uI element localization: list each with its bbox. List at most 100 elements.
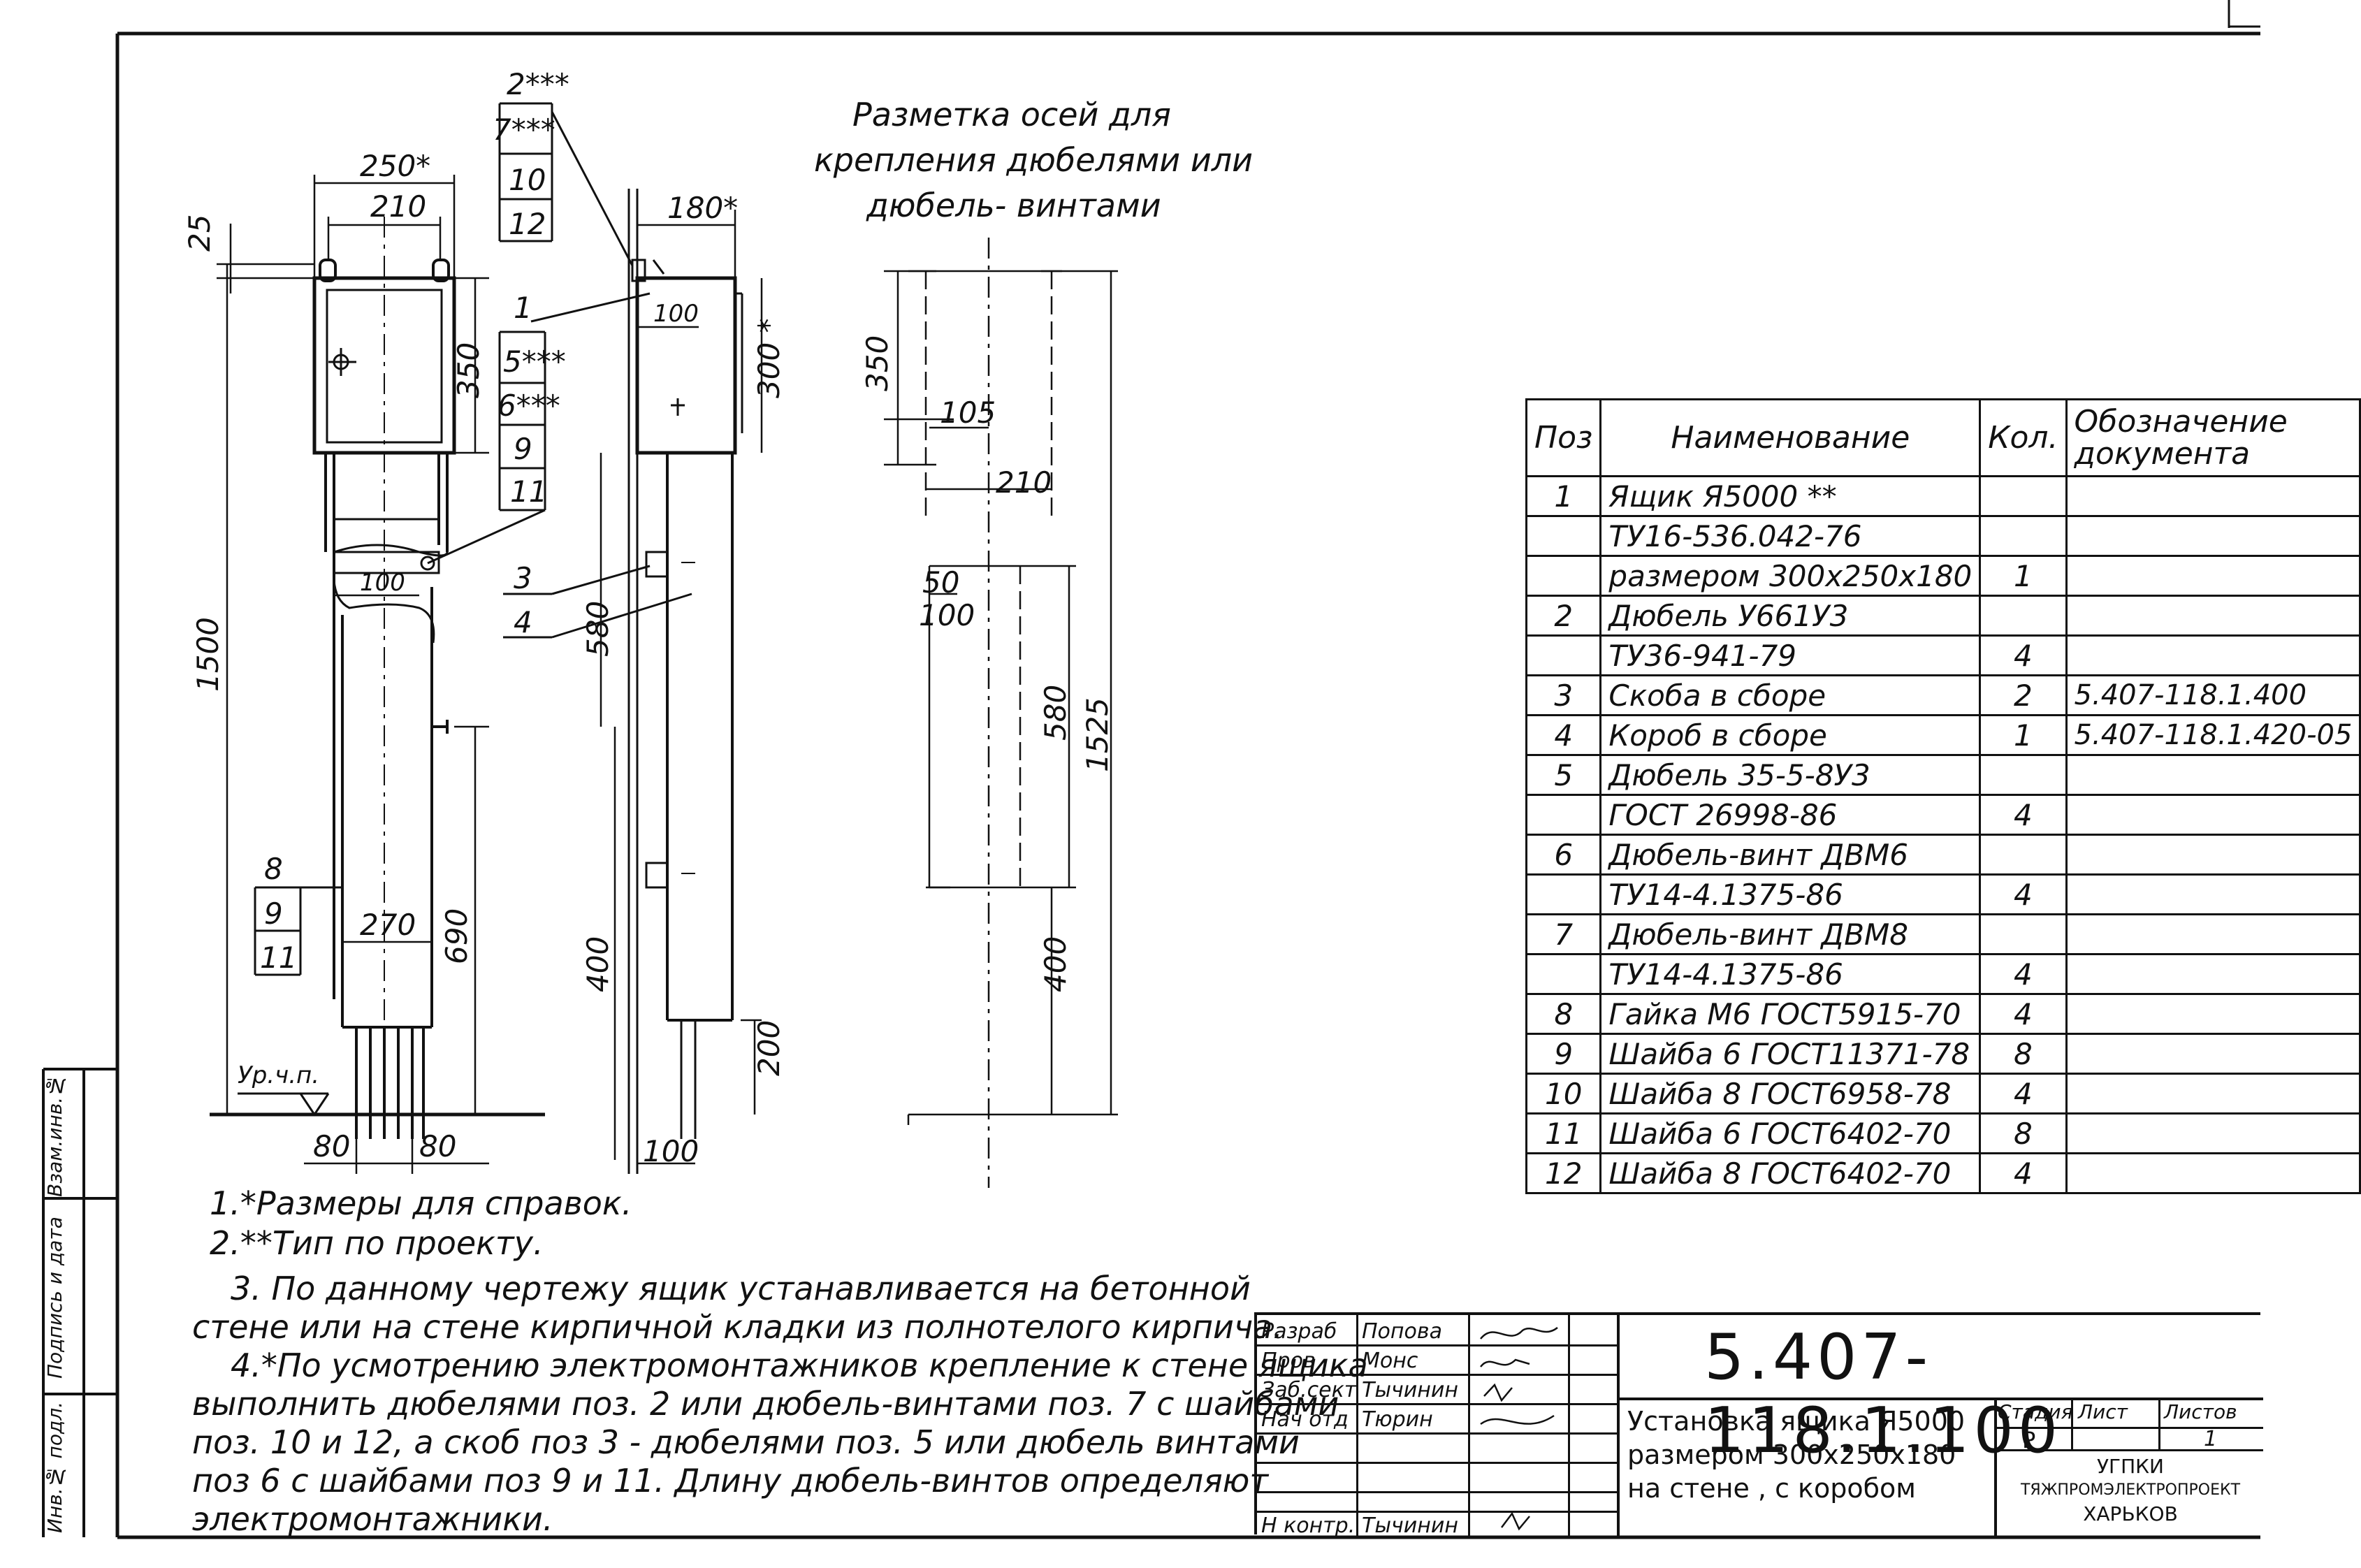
dim-100c: 100: [643, 1134, 699, 1168]
callout-9: 9: [514, 432, 532, 466]
drawing-title-line2: размером 300x250x180: [1627, 1439, 1956, 1470]
axes-caption-line3: дюбель- винтами: [866, 187, 1161, 224]
spec-cell-qty: 4: [1979, 993, 2068, 1035]
dim-250: 250*: [360, 149, 430, 183]
axes-caption-line1: Разметка осей для: [852, 96, 1171, 133]
spec-cell-doc: [2065, 953, 2361, 995]
title-block: Разраб Пров Заб.сект Нач отд Н контр. По…: [1254, 1312, 2263, 1538]
callout-8: 8: [264, 852, 283, 886]
name-developer: Попова: [1362, 1319, 1442, 1344]
spec-cell-pos: [1525, 794, 1602, 836]
role-checker: Пров: [1261, 1349, 1316, 1373]
stamp-original-inv: Инв.№ подл.: [43, 1401, 66, 1534]
callout-3: 3: [514, 561, 532, 595]
spec-cell-doc: [2065, 834, 2361, 876]
spec-cell-name: Гайка М6 ГОСТ5915-70: [1599, 993, 1982, 1035]
callout-stack-mid: 1 5*** 6*** 9 11: [427, 291, 651, 565]
dim-1500: 1500: [191, 617, 225, 692]
axes-caption-line2: крепления дюбелями или: [814, 141, 1253, 179]
spec-cell-pos: 12: [1525, 1152, 1602, 1194]
note-2: 2.**Тип по проекту.: [210, 1224, 544, 1262]
side-view: [627, 189, 743, 1174]
spec-header-doc: Обозначение документа: [2065, 398, 2361, 477]
role-dept-head: Нач отд: [1261, 1407, 1349, 1432]
spec-cell-doc: [2065, 754, 2361, 796]
spec-cell-name: ТУ14-4.1375-86: [1599, 873, 1982, 915]
axes-markup: [884, 238, 1118, 1188]
spec-cell-name: Короб в сборе: [1599, 714, 1982, 756]
name-dept-head: Тюрин: [1362, 1407, 1433, 1432]
spec-cell-qty: 4: [1979, 1073, 2068, 1115]
spec-cell-name: Ящик Я5000 **: [1599, 475, 1982, 517]
spec-cell-qty: 4: [1979, 953, 2068, 995]
callout-9b: 9: [264, 896, 283, 931]
dim-210: 210: [370, 189, 426, 224]
spec-cell-pos: 6: [1525, 834, 1602, 876]
spec-header-name: Наименование: [1599, 398, 1982, 477]
side-dims: [600, 210, 763, 1165]
side-stamp: [42, 1068, 117, 1537]
role-developer: Разраб: [1261, 1319, 1337, 1344]
spec-header-doc-line2: документа: [2074, 435, 2251, 472]
spec-cell-name: ТУ16-536.042-76: [1599, 515, 1982, 557]
spec-cell-doc: [2065, 1073, 2361, 1115]
spec-cell-pos: [1525, 873, 1602, 915]
spec-cell-doc: [2065, 515, 2361, 557]
spec-header-pos: Поз: [1525, 398, 1602, 477]
spec-cell-pos: 3: [1525, 674, 1602, 716]
spec-cell-doc: [2065, 913, 2361, 955]
spec-cell-name: Дюбель У661У3: [1599, 595, 1982, 637]
sheets-label: Листов: [2164, 1400, 2237, 1423]
spec-cell-name: Дюбель-винт ДВМ8: [1599, 913, 1982, 955]
spec-cell-qty: [1979, 515, 2068, 557]
technical-drawing: 250* 210 25 350 100 1500 270 690 80 80 У…: [42, 0, 2260, 1539]
spec-cell-name: Шайба 6 ГОСТ6402-70: [1599, 1112, 1982, 1154]
dim-350r: 350: [860, 335, 894, 391]
spec-cell-doc: 5.407-118.1.400: [2065, 674, 2361, 716]
spec-cell-pos: 1: [1525, 475, 1602, 517]
side-dim-text: 180* 100 300 * 580 400 200 100: [581, 191, 786, 1168]
sheets-value: 1: [2204, 1427, 2218, 1451]
dim-25: 25: [182, 215, 217, 252]
spec-cell-doc: [2065, 993, 2361, 1035]
front-view: [210, 217, 545, 1139]
note-4b: выполнить дюбелями поз. 2 или дюбель-вин…: [192, 1385, 1339, 1423]
spec-cell-doc: [2065, 475, 2361, 517]
notes: 1.*Размеры для справок. 2.**Тип по проек…: [192, 1184, 1368, 1538]
stage-label: Стадия: [1998, 1400, 2073, 1423]
note-4d: поз 6 с шайбами поз 9 и 11. Длину дюбель…: [192, 1462, 1269, 1500]
callout-11b: 11: [260, 941, 297, 975]
spec-cell-doc: [2065, 873, 2361, 915]
spec-cell-doc: [2065, 1033, 2361, 1075]
spec-cell-qty: 4: [1979, 873, 2068, 915]
spec-cell-doc: [2065, 1152, 2361, 1194]
table-row: ТУ16-536.042-76: [1525, 515, 2361, 557]
dim-270: 270: [360, 908, 416, 942]
dim-1525: 1525: [1080, 697, 1114, 772]
stamp-replacement-inv: Взам.инв.№: [43, 1073, 66, 1198]
dim-80-left: 80: [313, 1129, 350, 1163]
spec-cell-qty: 1: [1979, 555, 2068, 597]
spec-cell-doc: [2065, 595, 2361, 637]
spec-header-doc-line1: Обозначение: [2074, 403, 2288, 440]
callout-4: 4: [514, 605, 532, 639]
spec-cell-name: Шайба 8 ГОСТ6402-70: [1599, 1152, 1982, 1194]
dim-400r: 400: [1038, 936, 1073, 992]
role-sector-head: Заб.сект: [1261, 1378, 1357, 1402]
spec-cell-pos: 9: [1525, 1033, 1602, 1075]
spec-cell-pos: [1525, 555, 1602, 597]
spec-cell-pos: 2: [1525, 595, 1602, 637]
spec-cell-name: ТУ14-4.1375-86: [1599, 953, 1982, 995]
org-line1: УГПКИ: [2096, 1455, 2165, 1478]
dim-580: 580: [581, 601, 615, 657]
